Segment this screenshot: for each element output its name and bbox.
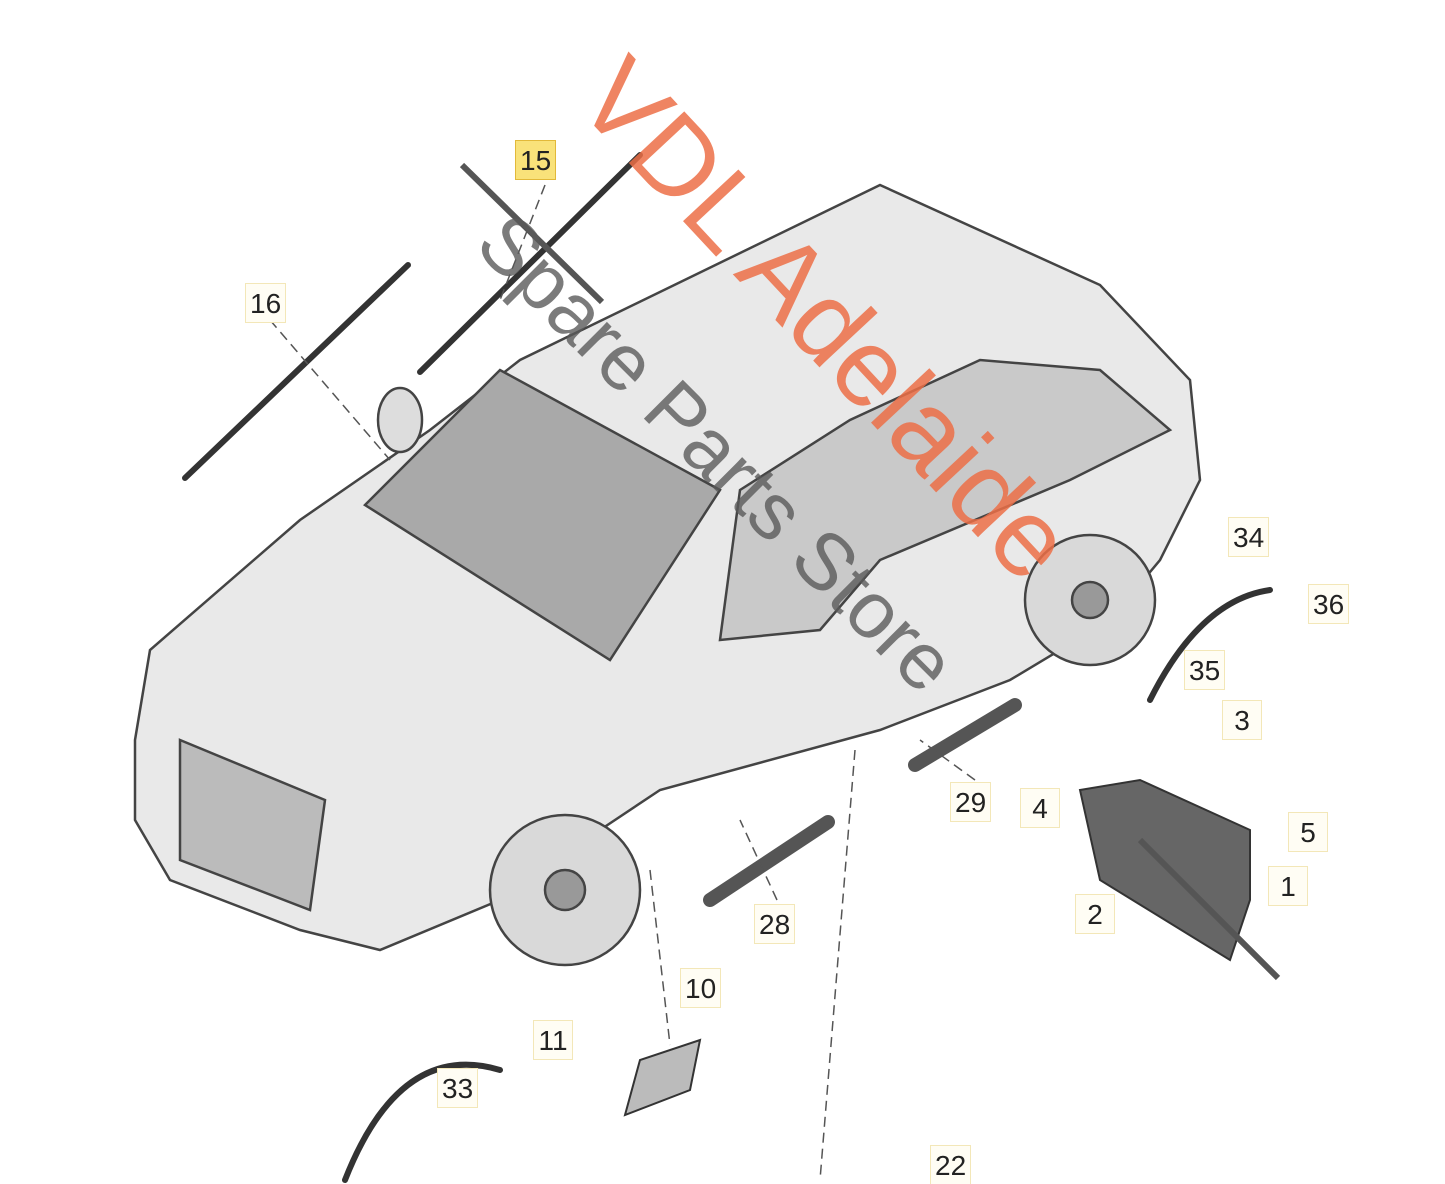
cover-10[interactable]	[623, 1038, 702, 1117]
rear-wheel-hub	[1070, 580, 1110, 620]
callout-15[interactable]: 15	[515, 140, 557, 180]
callout-28[interactable]: 28	[754, 904, 796, 944]
callout-4[interactable]: 4	[1020, 788, 1060, 828]
callout-3[interactable]: 3	[1222, 700, 1262, 740]
callout-34[interactable]: 34	[1228, 517, 1270, 557]
callout-29[interactable]: 29	[950, 782, 992, 822]
callout-36[interactable]: 36	[1308, 584, 1350, 624]
arch-trim-34[interactable]	[1147, 587, 1273, 703]
roof-moulding-16[interactable]	[182, 262, 411, 481]
side-windows	[718, 358, 1173, 642]
callout-2[interactable]: 2	[1075, 894, 1115, 934]
mirror	[376, 386, 424, 454]
grille	[178, 738, 327, 912]
front-wheel-hub	[543, 868, 587, 912]
callout-33[interactable]: 33	[437, 1068, 479, 1108]
leader-lines	[269, 184, 976, 1181]
callout-11[interactable]: 11	[533, 1020, 573, 1060]
callout-10[interactable]: 10	[680, 968, 722, 1008]
callout-22[interactable]: 22	[930, 1145, 972, 1184]
callout-35[interactable]: 35	[1184, 650, 1226, 690]
sill-trim-29[interactable]	[908, 698, 1022, 772]
callout-16[interactable]: 16	[245, 283, 287, 323]
roof-moulding-15[interactable]	[417, 152, 643, 375]
callout-5[interactable]: 5	[1288, 812, 1328, 852]
windshield	[363, 368, 722, 662]
callout-1[interactable]: 1	[1268, 866, 1308, 906]
sill-trim-28[interactable]	[703, 815, 835, 907]
arch-trim-33[interactable]	[342, 1061, 503, 1183]
bracket-1[interactable]	[1078, 778, 1251, 962]
watermark-strokes	[459, 162, 1281, 981]
